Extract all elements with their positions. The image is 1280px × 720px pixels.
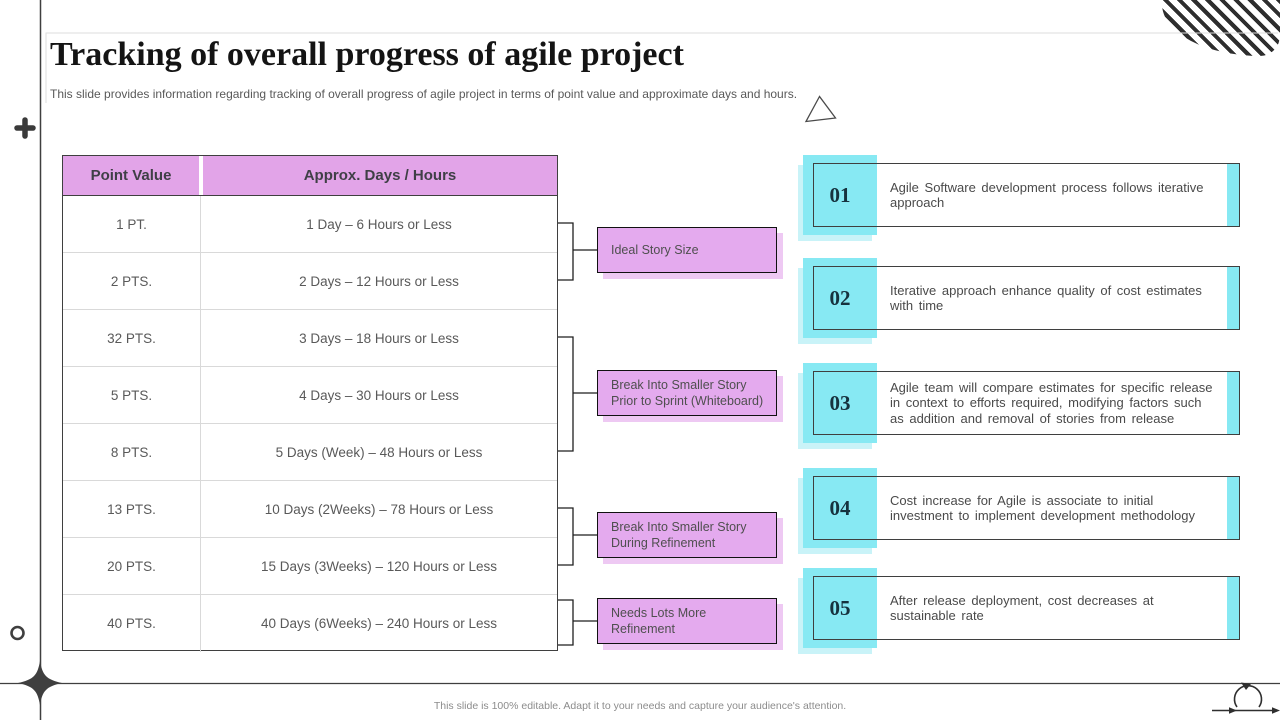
step-number-badge: 02 bbox=[803, 258, 877, 338]
step-accent-strip bbox=[1227, 477, 1239, 539]
step-panel-border bbox=[813, 371, 1240, 435]
step-number-badge: 04 bbox=[803, 468, 877, 548]
point-value-cell: 20 PTS. bbox=[63, 538, 201, 594]
diagonal-stripes-decoration bbox=[1162, 0, 1280, 56]
sparkle-star-icon bbox=[18, 661, 62, 705]
step-item-02: 02 Iterative approach enhance quality of… bbox=[798, 258, 1240, 344]
plus-icon bbox=[14, 117, 36, 139]
point-value-cell: 13 PTS. bbox=[63, 481, 201, 537]
callout-break-during-refinement: Break Into Smaller Story During Refineme… bbox=[597, 512, 783, 564]
callout-needs-more-refinement: Needs Lots More Refinement bbox=[597, 598, 783, 650]
callout-label: Break Into Smaller Story Prior to Sprint… bbox=[611, 378, 764, 408]
step-item-05: 05 After release deployment, cost decrea… bbox=[798, 568, 1240, 654]
step-description: Iterative approach enhance quality of co… bbox=[890, 282, 1202, 314]
point-value-cell: 1 PT. bbox=[63, 196, 201, 252]
point-value-cell: 8 PTS. bbox=[63, 424, 201, 480]
duration-cell: 4 Days – 30 Hours or Less bbox=[299, 387, 459, 403]
duration-cell: 3 Days – 18 Hours or Less bbox=[299, 330, 459, 346]
connector-bracket-4 bbox=[558, 599, 597, 646]
ring-icon bbox=[10, 625, 25, 641]
step-description: Agile team will compare estimates for sp… bbox=[890, 379, 1213, 426]
step-item-03: 03 Agile team will compare estimates for… bbox=[798, 363, 1240, 449]
duration-cell: 40 Days (6Weeks) – 240 Hours or Less bbox=[260, 616, 498, 631]
duration-cell: 5 Days (Week) – 48 Hours or Less bbox=[275, 444, 483, 460]
duration-cell: 2 Days – 12 Hours or Less bbox=[299, 273, 459, 289]
step-panel-border bbox=[813, 163, 1240, 227]
callout-label: Ideal Story Size bbox=[611, 243, 699, 257]
point-value-cell: 2 PTS. bbox=[63, 253, 201, 309]
callout-box: Break Into Smaller Story During Refineme… bbox=[597, 512, 777, 558]
table-row: 32 PTS. 3 Days – 18 Hours or Less bbox=[63, 310, 557, 367]
table-row: 20 PTS. 15 Days (3Weeks) – 120 Hours or … bbox=[63, 538, 557, 595]
callout-box: Needs Lots More Refinement bbox=[597, 598, 777, 644]
column-header-point-value: Point Value bbox=[63, 156, 199, 195]
callout-ideal-story-size: Ideal Story Size bbox=[597, 227, 783, 279]
page-title: Tracking of overall progress of agile pr… bbox=[50, 36, 684, 73]
step-accent-strip bbox=[1227, 577, 1239, 639]
duration-cell: 1 Day – 6 Hours or Less bbox=[306, 216, 452, 232]
step-panel-border bbox=[813, 266, 1240, 330]
step-description: Cost increase for Agile is associate to … bbox=[890, 492, 1195, 524]
table-row: 1 PT. 1 Day – 6 Hours or Less bbox=[63, 196, 557, 253]
step-accent-strip bbox=[1227, 372, 1239, 434]
step-description: After release deployment, cost decreases… bbox=[890, 592, 1154, 624]
story-points-table: Point Value Approx. Days / Hours 1 PT. 1… bbox=[62, 155, 558, 652]
loop-arrowhead-top bbox=[1241, 682, 1251, 690]
step-item-01: 01 Agile Software development process fo… bbox=[798, 155, 1240, 241]
table-row: 5 PTS. 4 Days – 30 Hours or Less bbox=[63, 367, 557, 424]
step-number-badge: 05 bbox=[803, 568, 877, 648]
callout-break-prior-sprint: Break Into Smaller Story Prior to Sprint… bbox=[597, 370, 783, 422]
connector-bracket-1 bbox=[558, 222, 597, 281]
step-description: Agile Software development process follo… bbox=[890, 179, 1204, 211]
table-row: 2 PTS. 2 Days – 12 Hours or Less bbox=[63, 253, 557, 310]
table-row: 40 PTS. 40 Days (6Weeks) – 240 Hours or … bbox=[63, 595, 557, 652]
column-header-days-hours: Approx. Days / Hours bbox=[203, 156, 557, 195]
step-panel-border bbox=[813, 476, 1240, 540]
callout-box: Ideal Story Size bbox=[597, 227, 777, 273]
duration-cell: 15 Days (3Weeks) – 120 Hours or Less bbox=[260, 558, 498, 574]
point-value-cell: 32 PTS. bbox=[63, 310, 201, 366]
point-value-cell: 5 PTS. bbox=[63, 367, 201, 423]
step-accent-strip bbox=[1227, 164, 1239, 226]
table-row: 13 PTS. 10 Days (2Weeks) – 78 Hours or L… bbox=[63, 481, 557, 538]
step-accent-strip bbox=[1227, 267, 1239, 329]
table-row: 8 PTS. 5 Days (Week) – 48 Hours or Less bbox=[63, 424, 557, 481]
connector-bracket-2 bbox=[558, 336, 597, 452]
slide-subtitle: This slide provides information regardin… bbox=[50, 87, 798, 101]
footer-note: This slide is 100% editable. Adapt it to… bbox=[433, 700, 847, 712]
step-panel-border bbox=[813, 576, 1240, 640]
connector-bracket-3 bbox=[558, 507, 597, 566]
callout-label: Needs Lots More Refinement bbox=[611, 606, 707, 636]
step-number-badge: 03 bbox=[803, 363, 877, 443]
callout-label: Break Into Smaller Story During Refineme… bbox=[611, 520, 747, 550]
callout-box: Break Into Smaller Story Prior to Sprint… bbox=[597, 370, 777, 416]
table-header-row: Point Value Approx. Days / Hours bbox=[63, 156, 557, 196]
step-number-badge: 01 bbox=[803, 155, 877, 235]
point-value-cell: 40 PTS. bbox=[63, 595, 201, 652]
step-item-04: 04 Cost increase for Agile is associate … bbox=[798, 468, 1240, 554]
duration-cell: 10 Days (2Weeks) – 78 Hours or Less bbox=[264, 501, 494, 517]
